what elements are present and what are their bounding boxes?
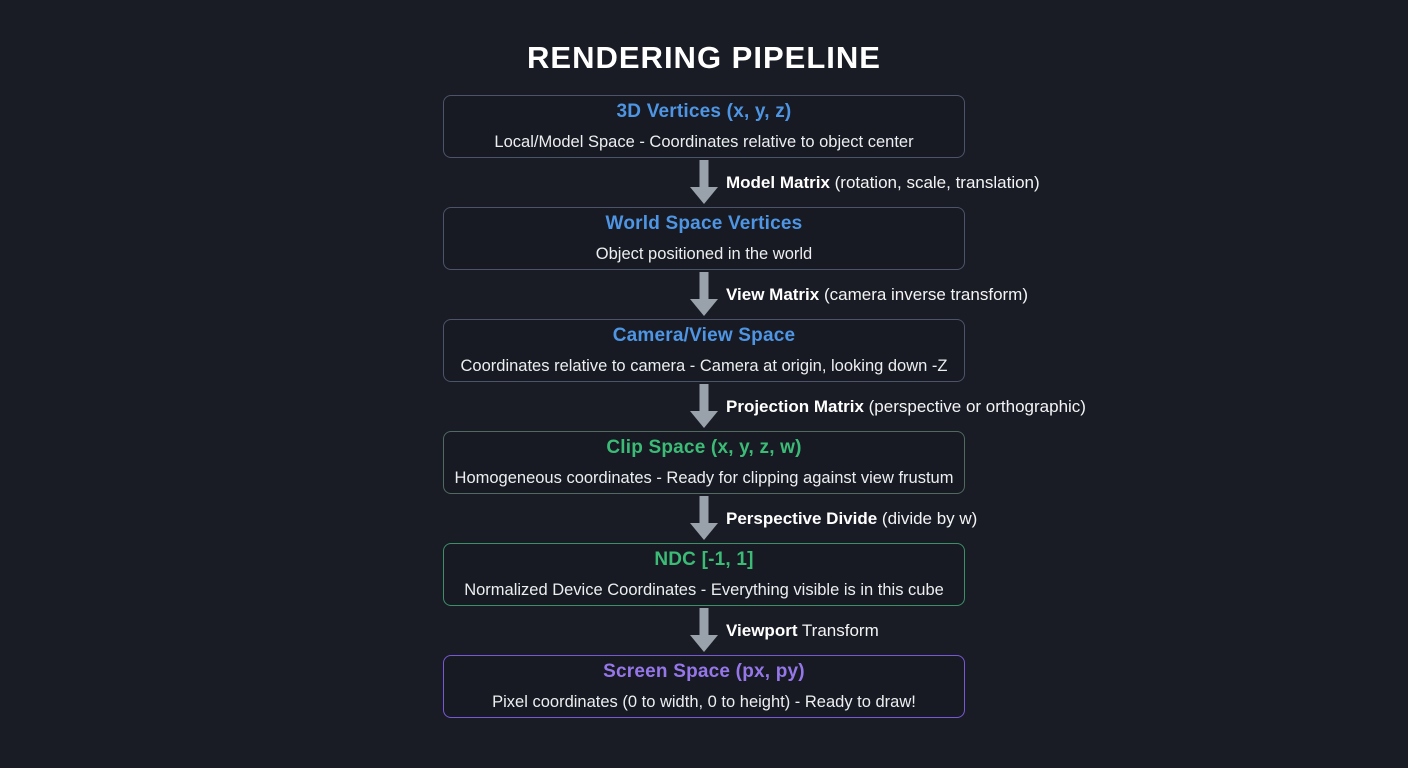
stage-camera-view-space: Camera/View Space Coordinates relative t…: [443, 319, 965, 382]
stage-title: 3D Vertices (x, y, z): [616, 100, 792, 122]
stage-clip-space: Clip Space (x, y, z, w) Homogeneous coor…: [443, 431, 965, 494]
transition-detail: (rotation, scale, translation): [829, 172, 1040, 192]
stage-description: Normalized Device Coordinates - Everythi…: [464, 580, 944, 599]
transition-view-matrix: View Matrix (camera inverse transform): [443, 270, 1028, 319]
transition-name: Projection Matrix: [726, 396, 864, 416]
stage-description: Object positioned in the world: [595, 244, 813, 263]
stage-title: Camera/View Space: [612, 324, 796, 346]
stage-title: World Space Vertices: [605, 212, 803, 234]
stage-3d-vertices: 3D Vertices (x, y, z) Local/Model Space …: [443, 95, 965, 158]
stage-title: Clip Space (x, y, z, w): [606, 436, 802, 458]
pipeline-flow: 3D Vertices (x, y, z) Local/Model Space …: [443, 95, 1086, 718]
stage-description: Local/Model Space - Coordinates relative…: [494, 132, 914, 151]
stage-title: Screen Space (px, py): [603, 660, 805, 682]
down-arrow-icon: [690, 384, 718, 428]
transition-perspective-divide: Perspective Divide (divide by w): [443, 494, 977, 543]
stage-ndc: NDC [-1, 1] Normalized Device Coordinate…: [443, 543, 965, 606]
transition-detail: (perspective or orthographic): [863, 396, 1086, 416]
page-title: RENDERING PIPELINE: [527, 40, 881, 75]
transition-name: View Matrix: [726, 284, 820, 304]
transition-name: Perspective Divide: [726, 508, 878, 528]
transition-viewport-transform: Viewport Transform: [443, 606, 965, 655]
transition-detail: Transform: [797, 620, 879, 640]
down-arrow-icon: [690, 608, 718, 652]
transition-projection-matrix: Projection Matrix (perspective or orthog…: [443, 382, 1086, 431]
transition-label: Viewport Transform: [726, 621, 879, 641]
stage-description: Coordinates relative to camera - Camera …: [460, 356, 948, 375]
transition-detail: (camera inverse transform): [819, 284, 1029, 304]
stage-world-space-vertices: World Space Vertices Object positioned i…: [443, 207, 965, 270]
stage-title: NDC [-1, 1]: [654, 548, 754, 570]
stage-description: Homogeneous coordinates - Ready for clip…: [454, 468, 954, 487]
stage-description: Pixel coordinates (0 to width, 0 to heig…: [492, 692, 916, 711]
transition-name: Model Matrix: [726, 172, 830, 192]
transition-name: Viewport: [726, 620, 798, 640]
transition-label: Perspective Divide (divide by w): [726, 509, 977, 529]
transition-label: Model Matrix (rotation, scale, translati…: [726, 173, 1040, 193]
down-arrow-icon: [690, 160, 718, 204]
transition-label: Projection Matrix (perspective or orthog…: [726, 397, 1086, 417]
down-arrow-icon: [690, 272, 718, 316]
stage-screen-space: Screen Space (px, py) Pixel coordinates …: [443, 655, 965, 718]
transition-label: View Matrix (camera inverse transform): [726, 285, 1028, 305]
transition-model-matrix: Model Matrix (rotation, scale, translati…: [443, 158, 1040, 207]
transition-detail: (divide by w): [877, 508, 978, 528]
down-arrow-icon: [690, 496, 718, 540]
